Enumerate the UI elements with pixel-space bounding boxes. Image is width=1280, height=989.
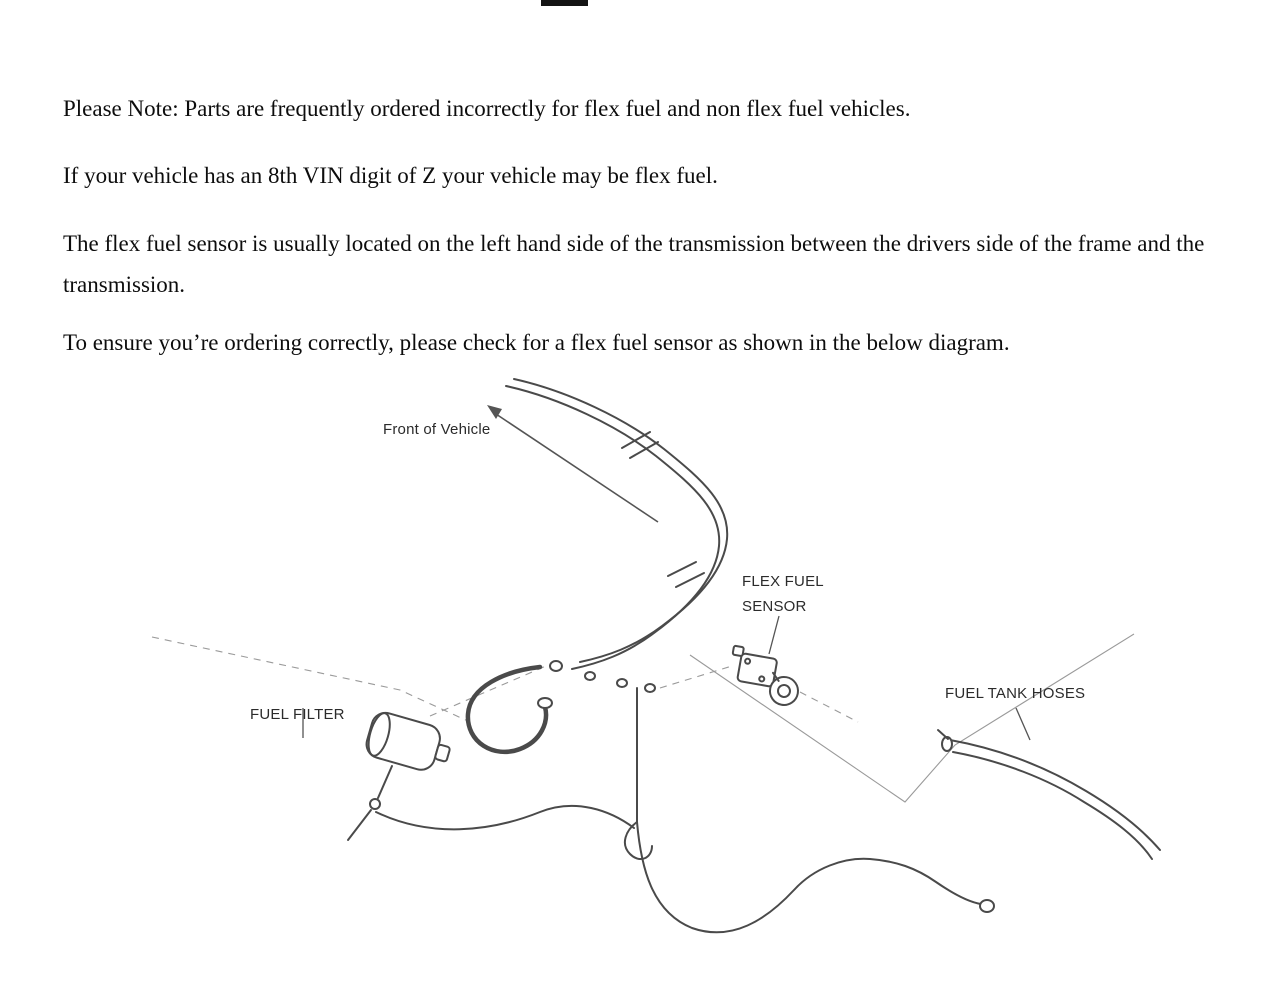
tank-hose-tick xyxy=(937,729,949,740)
notice-paragraph-1: Please Note: Parts are frequently ordere… xyxy=(63,96,911,121)
fuel-tank-hoses-leader xyxy=(1015,707,1031,741)
pipe-fitting xyxy=(644,683,656,693)
fuel-system-diagram xyxy=(151,378,1161,934)
notice-paragraph-3: The flex fuel sensor is usually located … xyxy=(63,231,1205,297)
arrow-shaft xyxy=(495,413,659,523)
filter-fitting xyxy=(369,798,381,810)
tank-hose-a xyxy=(949,739,1161,851)
sensor-link xyxy=(771,671,780,682)
filter-outlet-line xyxy=(347,809,372,841)
filter-inlet-line xyxy=(377,765,393,799)
arrow-head xyxy=(487,405,502,419)
flex-fuel-sensor-leader xyxy=(768,615,780,655)
bottom-end-fitting xyxy=(979,899,995,913)
flex-fuel-sensor-shape xyxy=(731,644,799,706)
sensor-tab xyxy=(731,644,745,657)
sensor-bolt xyxy=(758,675,766,683)
diagram-line-art xyxy=(347,378,1161,934)
diagram-phantom-lines xyxy=(151,633,1135,803)
hose-loop xyxy=(465,664,549,755)
bottom-hook xyxy=(623,821,653,861)
fuel-tank-hoses-label: FUEL TANK HOSES xyxy=(945,685,1086,702)
sensor-bracket xyxy=(736,652,778,688)
sensor-canister-inner xyxy=(776,683,791,698)
main-fuel-line-a xyxy=(505,385,721,670)
sensor-bolt xyxy=(744,657,752,665)
pipe-fitting xyxy=(584,671,596,681)
flex-fuel-sensor-label: FLEX FUEL SENSOR xyxy=(742,573,824,615)
top-crop-bar xyxy=(541,0,588,6)
fuel-filter-label: FUEL FILTER xyxy=(250,706,345,723)
main-fuel-line-b xyxy=(513,378,729,663)
fuel-filter-shape xyxy=(365,711,451,771)
frame-phantom-line xyxy=(689,633,1135,803)
pipe-fitting xyxy=(616,678,628,688)
frame-phantom-line xyxy=(799,691,859,723)
front-of-vehicle-label: Front of Vehicle xyxy=(383,421,491,438)
tank-hose-b xyxy=(952,751,1153,860)
front-of-vehicle-arrow xyxy=(487,405,659,523)
lower-left-fuel-line xyxy=(375,804,635,831)
pipe-break-mark-top xyxy=(621,431,659,459)
filter-end-cap xyxy=(367,712,391,757)
frame-phantom-line xyxy=(659,665,733,689)
pipe-fitting xyxy=(549,660,563,672)
filter-nipple xyxy=(434,743,451,763)
frame-phantom-line xyxy=(429,665,547,717)
diagram-leader-lines xyxy=(302,615,1031,741)
notice-paragraph-2: If your vehicle has an 8th VIN digit of … xyxy=(63,163,718,188)
notice-paragraph-4: To ensure you’re ordering correctly, ple… xyxy=(63,330,1010,355)
bottom-loop-line xyxy=(636,821,982,934)
hose-connector xyxy=(537,697,553,709)
pipe-break-mark-mid xyxy=(667,561,705,588)
frame-phantom-line xyxy=(151,636,471,723)
